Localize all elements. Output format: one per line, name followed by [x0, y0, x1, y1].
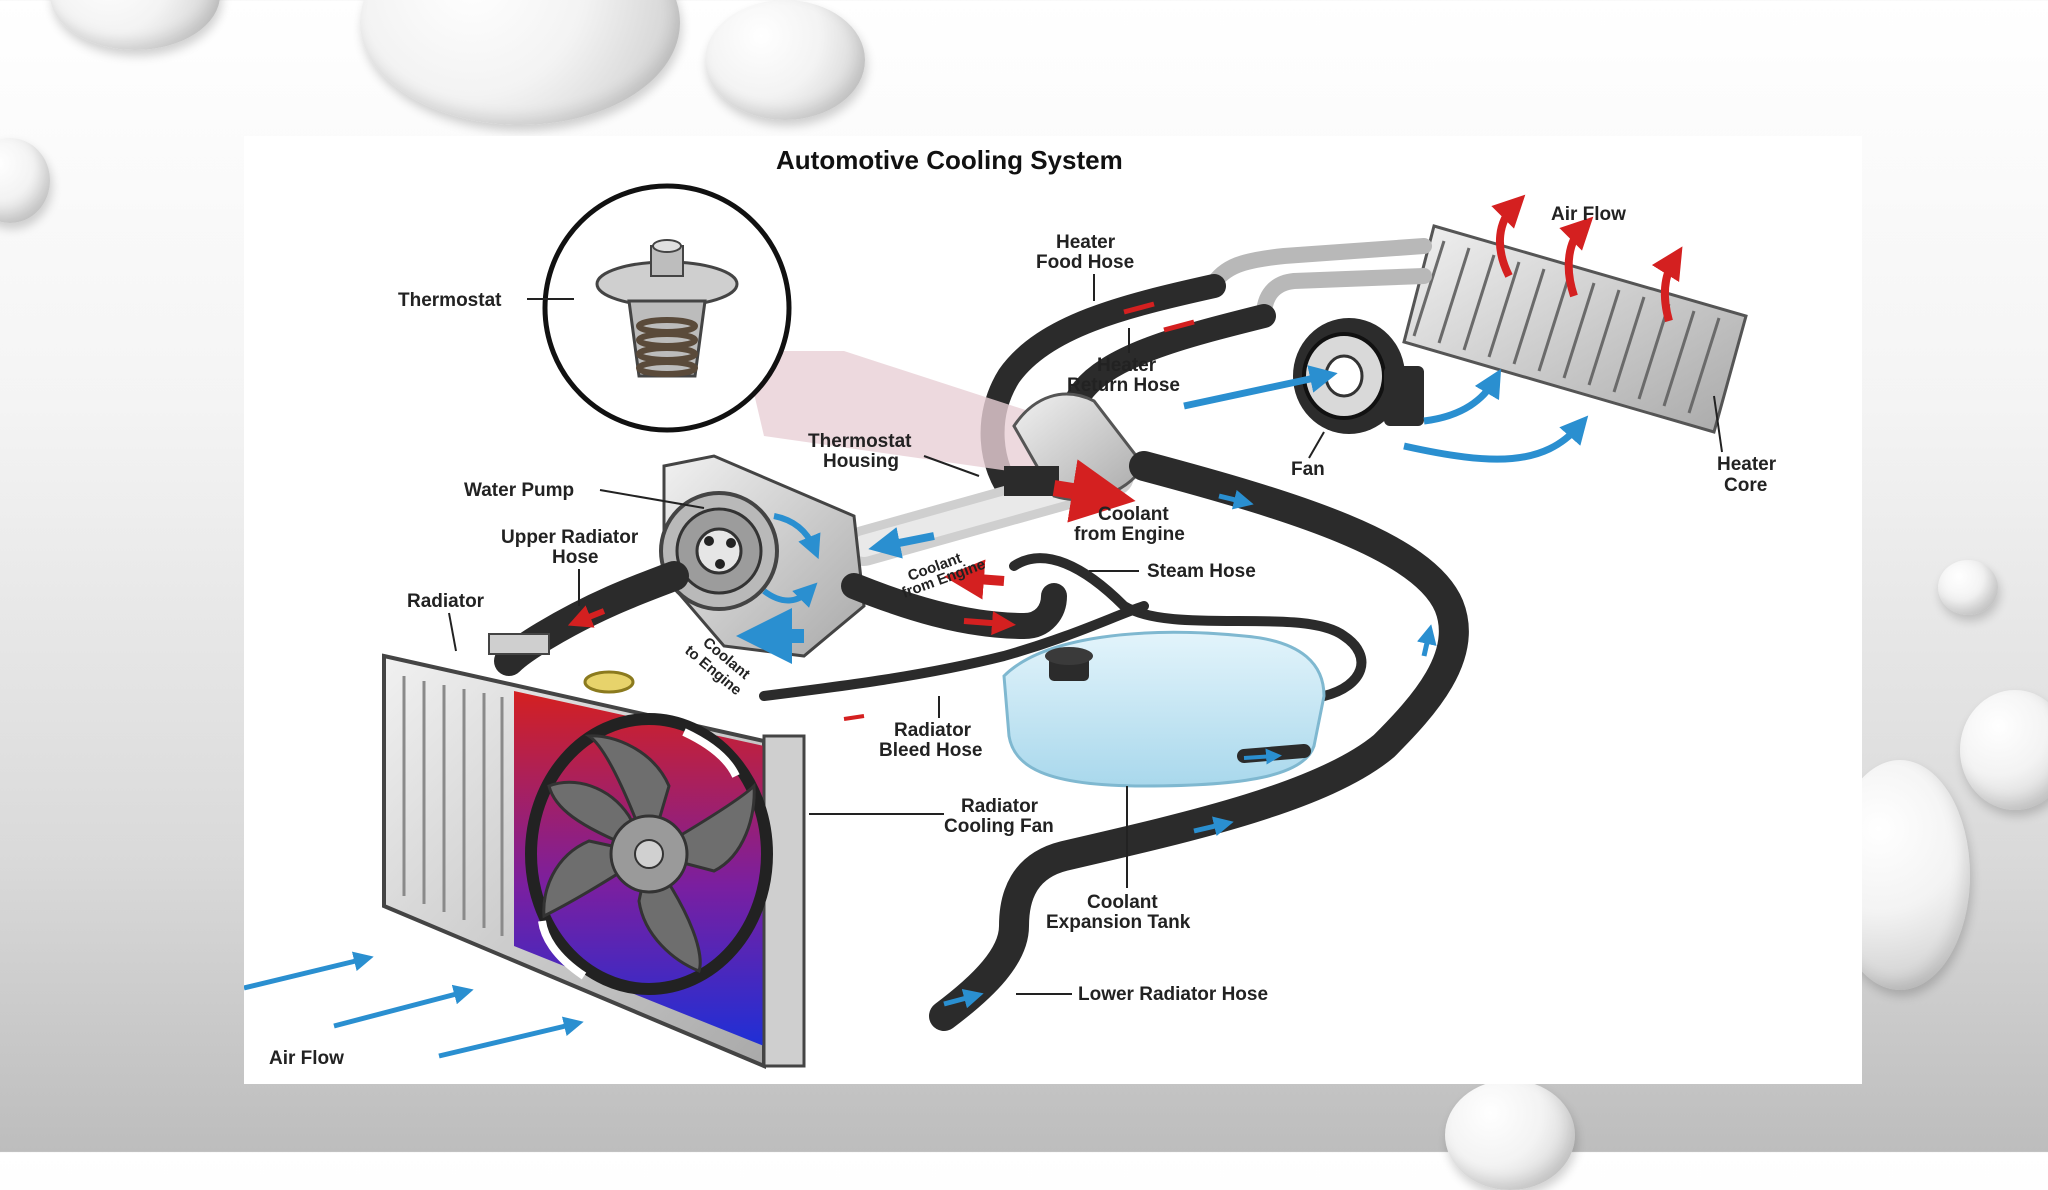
coolant-expansion-tank — [1002, 630, 1326, 788]
water-droplet — [705, 0, 865, 120]
heater-metal-pipes — [1204, 238, 1432, 324]
water-droplet — [0, 138, 50, 223]
label-fan: Fan — [1291, 459, 1325, 480]
water-droplet — [1445, 1080, 1575, 1190]
upper-main-hose — [929, 451, 1469, 1031]
cooling-system-diagram-image: Automotive Cooling System Air Flow — [244, 136, 1862, 1084]
water-droplet — [360, 0, 680, 125]
label-air-flow-top: Air Flow — [1551, 204, 1626, 225]
heater-core — [1402, 224, 1748, 434]
engine-outlet-hose — [841, 573, 1067, 639]
steam-hose — [1009, 553, 1367, 701]
radiator-cooling-fan — [525, 713, 773, 995]
label-air-flow-bottom: Air Flow — [269, 1048, 344, 1069]
label-heater-return-hose-line1: Heater — [1097, 355, 1157, 376]
air-flow-arrows-bottom — [244, 951, 584, 1059]
label-heater-return-hose-line2: Return Hose — [1067, 375, 1180, 396]
label-radiator-cooling-fan-line2: Cooling Fan — [944, 816, 1054, 837]
water-droplet — [1938, 560, 1998, 615]
label-coolant-from-engine-line1: Coolant — [1098, 504, 1169, 525]
label-coolant-from-engine-line2: from Engine — [1074, 524, 1185, 545]
label-coolant-expansion-tank-line2: Expansion Tank — [1046, 912, 1191, 933]
label-heater-food-hose-line2: Food Hose — [1036, 252, 1134, 273]
label-radiator: Radiator — [407, 591, 485, 612]
diagram-canvas: Automotive Cooling System Air Flow — [244, 145, 1777, 1070]
water-pump — [659, 454, 866, 664]
label-heater-core-line2: Core — [1724, 475, 1767, 496]
water-droplet — [50, 0, 220, 50]
label-thermostat-housing-line2: Housing — [823, 451, 899, 472]
blower-air-arrows — [1183, 365, 1589, 463]
label-radiator-cooling-fan-line1: Radiator — [961, 796, 1039, 817]
label-heater-core-line1: Heater — [1717, 454, 1777, 475]
diagram-title: Automotive Cooling System — [776, 145, 1123, 175]
label-coolant-expansion-tank-line1: Coolant — [1087, 892, 1158, 913]
coolant-flow-arrow-thermostat — [1052, 459, 1136, 523]
label-water-pump: Water Pump — [464, 480, 574, 501]
label-heater-food-hose-line1: Heater — [1056, 232, 1116, 253]
label-thermostat: Thermostat — [398, 290, 502, 311]
label-steam-hose: Steam Hose — [1147, 561, 1256, 582]
label-upper-radiator-hose-line1: Upper Radiator — [501, 527, 639, 548]
label-lower-radiator-hose: Lower Radiator Hose — [1078, 984, 1268, 1005]
thermostat-inset — [542, 183, 1044, 476]
water-droplet — [1960, 690, 2048, 810]
label-upper-radiator-hose-line2: Hose — [552, 547, 598, 568]
label-thermostat-housing-line1: Thermostat — [808, 431, 912, 452]
radiator-bleed-hose — [759, 601, 1149, 701]
label-radiator-bleed-hose-line1: Radiator — [894, 720, 972, 741]
air-flow-arrows-top — [1491, 194, 1683, 323]
label-radiator-bleed-hose-line2: Bleed Hose — [879, 740, 982, 761]
